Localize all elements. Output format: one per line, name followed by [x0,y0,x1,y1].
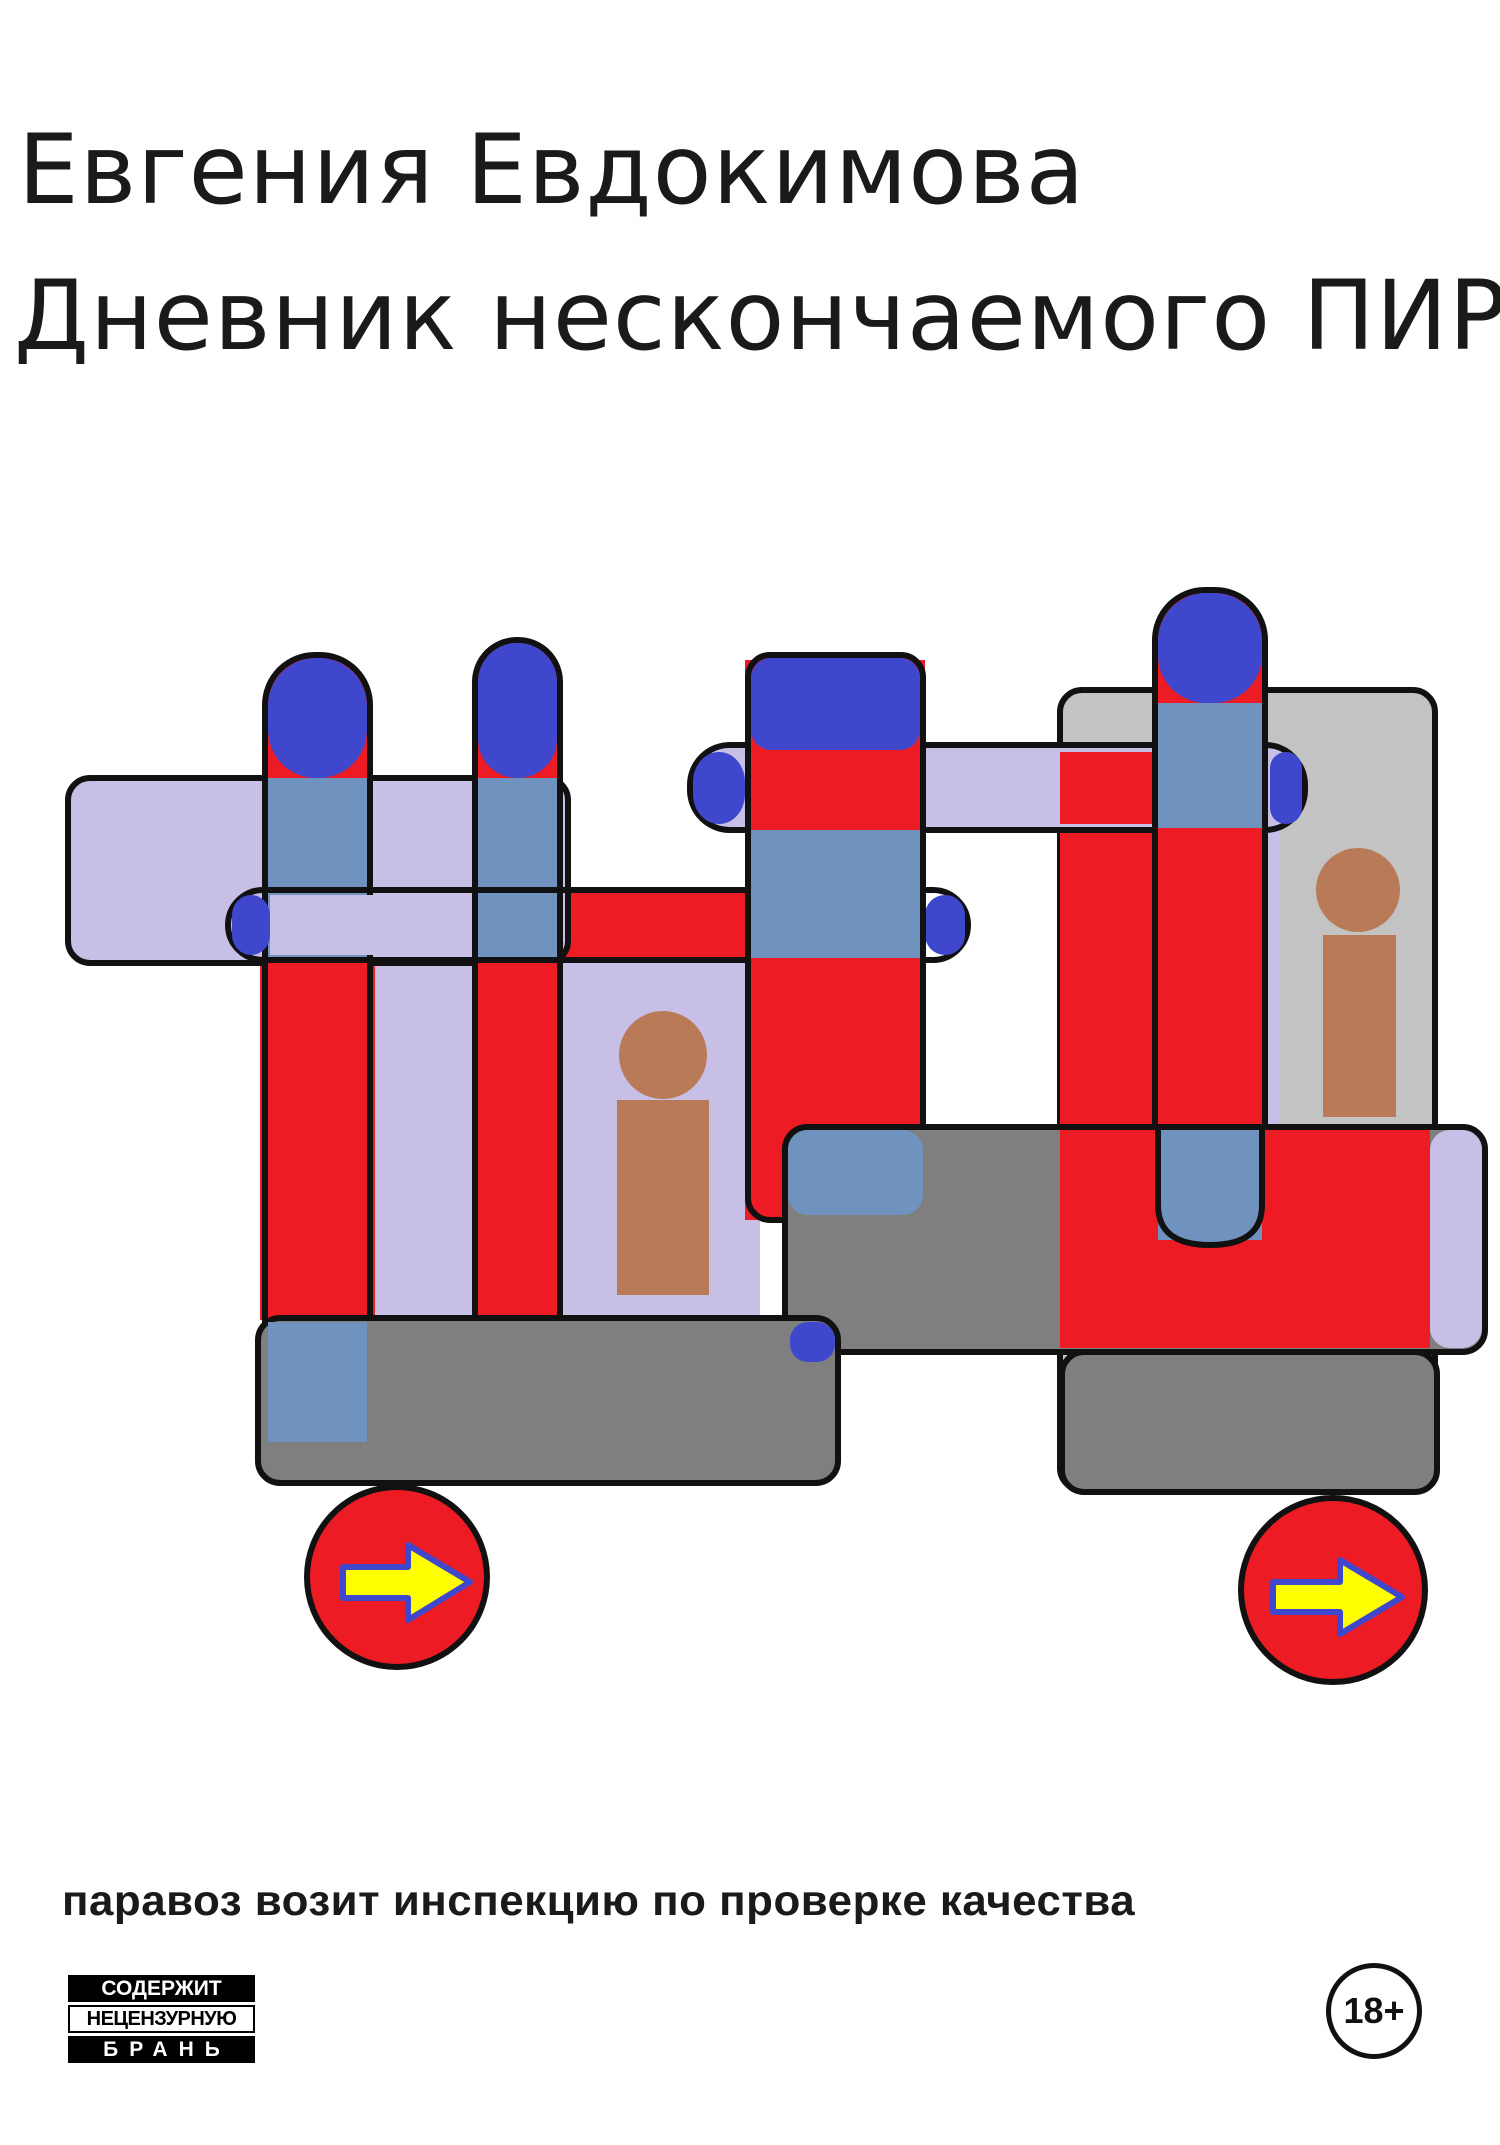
warning-line-1: СОДЕРЖИТ [68,1975,255,2002]
left-pipe-2-mid [478,778,557,963]
warning-line-3: БРАНЬ [68,2036,255,2063]
right-lower-box-lav [1430,1130,1482,1348]
left-mid-bar [225,887,971,963]
right-pipe-mid [1158,703,1262,828]
cover-subtitle: паравоз возит инспекцию по проверке каче… [62,1877,1136,1925]
left-mid-bar-lav [270,895,375,955]
author-name: Евгения Евдокимова [18,114,1086,226]
right-chassis [1059,1349,1440,1495]
left-pipe-2-cap [478,643,557,778]
left-chassis-blue [268,1322,367,1442]
arrow-right-icon [340,1542,473,1623]
right-passenger-body [1323,935,1396,1117]
right-lower-box-blue [788,1130,923,1215]
left-passenger-body [617,1100,709,1295]
right-top-bar-blue-right [1270,752,1302,824]
right-top-bar-blue-left [693,752,745,824]
warning-line-2: НЕЦЕНЗУРНУЮ [68,2005,255,2033]
left-mid-bar-blue-r [925,895,965,955]
middle-column-mid [751,830,920,958]
right-passenger-head [1316,848,1400,932]
profanity-warning-badge: СОДЕРЖИТ НЕЦЕНЗУРНУЮ БРАНЬ [68,1975,255,2063]
arrow-right-icon [1270,1557,1405,1637]
middle-column-cap [751,658,920,750]
age-rating-badge: 18+ [1326,1963,1422,2059]
left-chassis-blue-r [790,1322,835,1362]
left-pipe-1-cap [268,658,367,778]
right-pipe-cap [1158,593,1262,703]
left-chassis [255,1315,841,1486]
book-title: Дневник нескончаемого ПИРа [14,260,1500,372]
left-passenger-head [619,1011,707,1099]
left-mid-bar-blue-l [232,895,270,955]
